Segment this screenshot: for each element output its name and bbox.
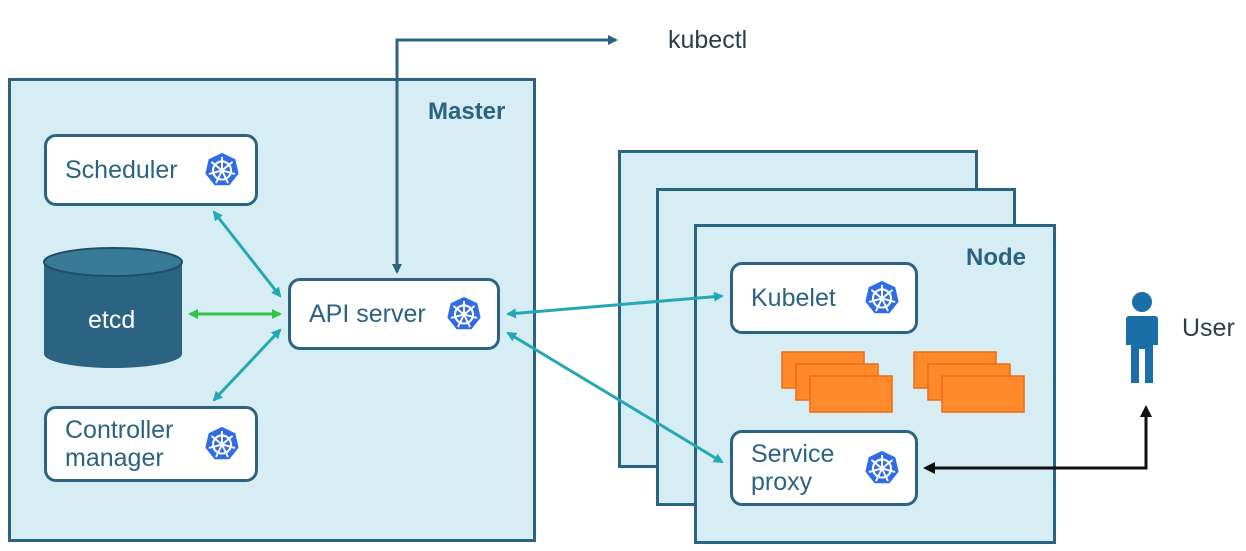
controller-api-arrow [212, 328, 282, 402]
user-service-proxy-arrow [923, 405, 1152, 474]
pod-stack-icon [913, 351, 1025, 413]
service-proxy-box: Service proxy [730, 430, 918, 506]
pod-stack-icon [781, 351, 893, 413]
scheduler-label: Scheduler [65, 156, 178, 184]
user-label: User [1182, 314, 1235, 342]
scheduler-box: Scheduler [44, 134, 258, 206]
api-server-label: API server [309, 300, 426, 328]
scheduler-api-arrow [212, 210, 282, 298]
kubectl-label: kubectl [668, 26, 748, 54]
api-service-proxy-arrow [506, 331, 724, 464]
etcd-database [43, 247, 183, 368]
kubelet-label: Kubelet [751, 284, 836, 312]
controller-manager-box: Controller manager [44, 406, 258, 482]
controller-manager-label: Controller manager [65, 416, 174, 472]
etcd-label: etcd [88, 306, 136, 334]
kubelet-box: Kubelet [730, 262, 918, 334]
node-title: Node [966, 244, 1026, 271]
api-kubelet-arrow [506, 291, 724, 319]
person-icon [1126, 292, 1158, 383]
api-server-box: API server [288, 278, 500, 350]
service-proxy-label: Service proxy [751, 440, 835, 496]
kubectl-arrow [392, 35, 618, 274]
